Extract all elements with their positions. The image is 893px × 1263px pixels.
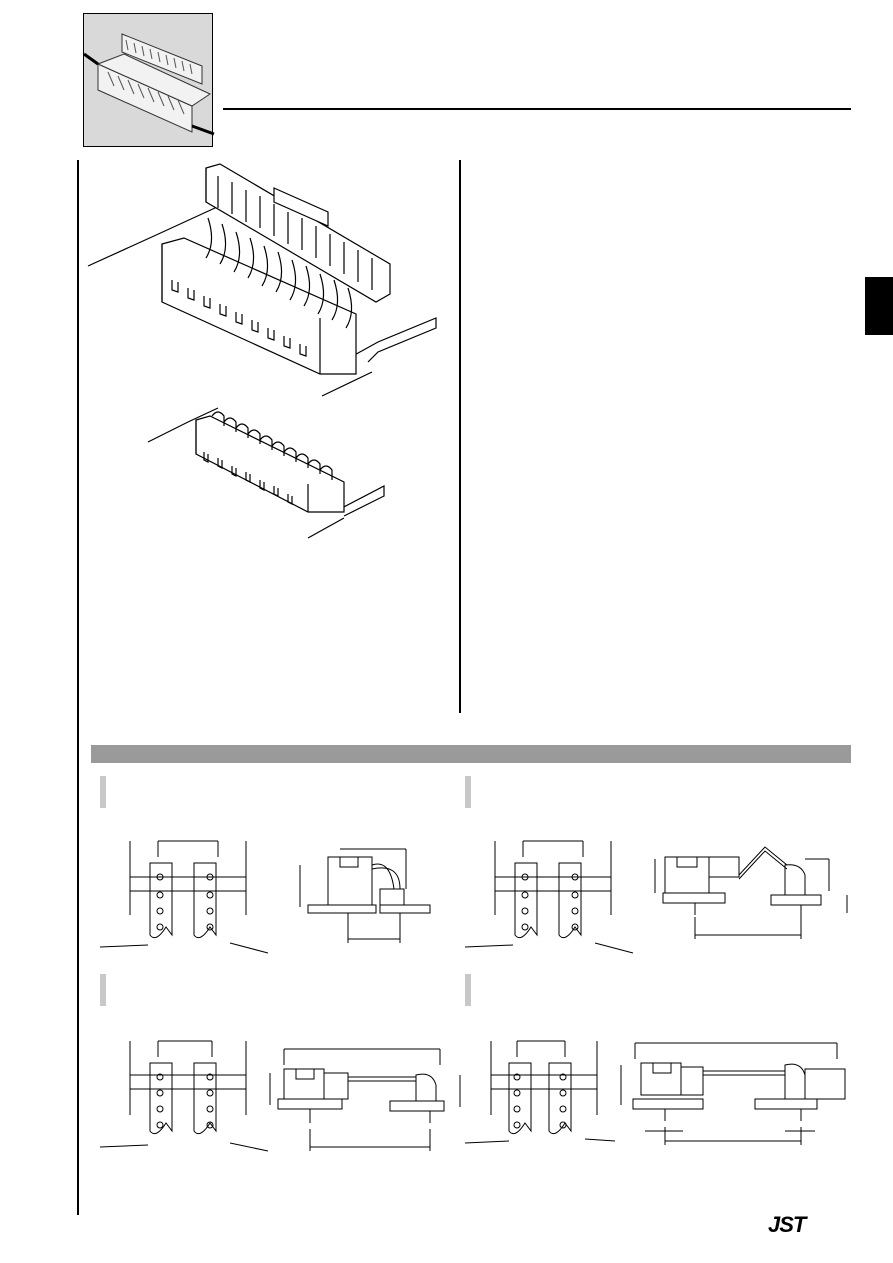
subhead-marker — [465, 974, 471, 1006]
subhead-marker — [465, 776, 471, 808]
pcb-layout-diagram — [465, 835, 855, 960]
subhead-marker — [100, 776, 106, 808]
section-tab — [865, 277, 893, 335]
jst-logo: JST — [768, 1212, 806, 1237]
left-margin-rule — [77, 160, 79, 1215]
pcb-layout-diagram — [100, 835, 445, 960]
pcb-layout-diagram — [465, 1035, 855, 1160]
connector-header-illustration — [148, 398, 398, 548]
connector-mated-illustration — [88, 162, 448, 382]
subhead-marker — [100, 974, 106, 1006]
pcb-layout-diagram — [100, 1035, 470, 1160]
header-rule — [223, 108, 851, 110]
section-header-bar — [91, 745, 851, 763]
connector-photo-icon — [83, 13, 213, 147]
column-divider — [459, 160, 461, 713]
